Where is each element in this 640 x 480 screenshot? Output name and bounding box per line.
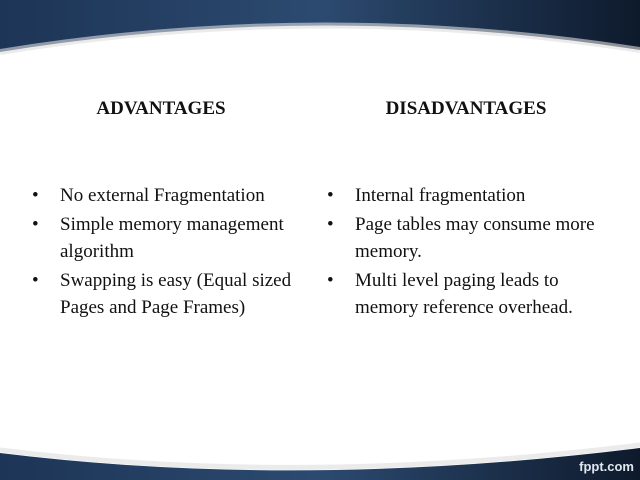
bottom-band [0, 448, 640, 480]
item-text: Multi level paging leads to memory refer… [355, 270, 573, 318]
list-item: • Page tables may consume more memory. [325, 211, 615, 265]
list-item: • Multi level paging leads to memory refe… [325, 267, 615, 321]
bullet-icon: • [327, 270, 334, 291]
disadvantages-list: • Internal fragmentation • Page tables may… [325, 182, 615, 321]
list-item: • Internal fragmentation [325, 182, 615, 209]
disadvantages-column: DISADVANTAGES • Internal fragmentation • P… [325, 98, 615, 323]
bullet-icon: • [327, 185, 334, 206]
advantages-column: ADVANTAGES • No external Fragmentation • S… [30, 98, 300, 323]
top-curve-shadow [0, 22, 640, 55]
item-text: Simple memory management algorithm [60, 214, 284, 262]
item-text: Internal fragmentation [355, 185, 526, 206]
advantages-list: • No external Fragmentation • Simple memor… [30, 182, 300, 321]
item-text: Page tables may consume more memory. [355, 214, 595, 262]
bullet-icon: • [32, 270, 39, 291]
advantages-heading: ADVANTAGES [96, 98, 226, 119]
bullet-icon: • [32, 185, 39, 206]
top-band [0, 0, 640, 52]
bullet-icon: • [32, 214, 39, 235]
bullet-icon: • [327, 214, 334, 235]
list-item: • No external Fragmentation [30, 182, 300, 209]
bottom-curve-shadow [0, 442, 640, 470]
branding-logo: fppt.com [579, 459, 634, 474]
item-text: No external Fragmentation [60, 185, 265, 206]
list-item: • Simple memory management algorithm [30, 211, 300, 265]
list-item: • Swapping is easy (Equal sized Pages and… [30, 267, 300, 321]
disadvantages-heading: DISADVANTAGES [385, 98, 547, 119]
item-text: Swapping is easy (Equal sized Pages and … [60, 270, 292, 318]
